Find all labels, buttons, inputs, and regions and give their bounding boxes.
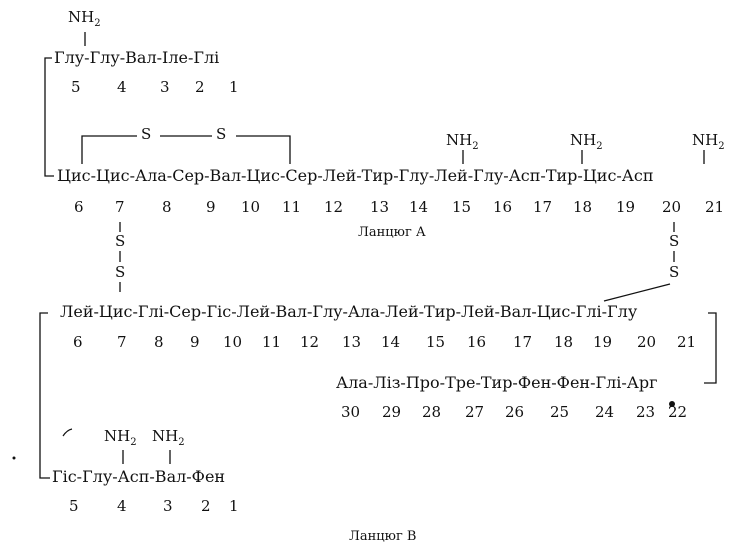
nh2-group-a18: NH2: [570, 131, 603, 152]
nh2-group-a15: NH2: [446, 131, 479, 152]
chain-b-label: Ланцюг В: [349, 529, 417, 544]
chain-b-tail-number: 28: [422, 403, 442, 421]
chain-b-number: 15: [426, 333, 446, 351]
chain-a-number: 17: [533, 198, 553, 216]
chain-b-number: 13: [342, 333, 362, 351]
chain-b-number: 7: [117, 333, 127, 351]
nh2-group-b4: NH2: [104, 427, 137, 448]
chain-b-tail-number: 24: [595, 403, 615, 421]
chain-a-top-number: 4: [117, 78, 127, 96]
chain-a-number: 18: [573, 198, 593, 216]
chain-b-n-terminal-bracket: [39, 312, 50, 479]
chain-b-number: 19: [593, 333, 613, 351]
chain-b-tail-number: 29: [382, 403, 402, 421]
disulfide-a20-b19-diag: [603, 283, 671, 302]
chain-a-number: 14: [409, 198, 429, 216]
chain-b-number: 9: [190, 333, 200, 351]
chain-a-number: 19: [616, 198, 636, 216]
chain-b-number: 20: [637, 333, 657, 351]
chain-b-bottom-sequence: Гіс-Глу-Асп-Вал-Фен: [52, 467, 226, 486]
chain-a-number: 21: [705, 198, 725, 216]
chain-b-tail-number: 25: [550, 403, 570, 421]
chain-a-number: 13: [370, 198, 390, 216]
chain-b-tail-number: 27: [465, 403, 485, 421]
sulfur-atom-a7: S: [115, 232, 126, 250]
chain-a-main-sequence: Цис-Цис-Ала-Сер-Вал-Цис-Сер-Лей-Тир-Глу-…: [57, 166, 654, 185]
chain-b-bottom-number: 2: [201, 497, 211, 515]
chain-a-number: 8: [162, 198, 172, 216]
scan-dot: [12, 456, 16, 460]
chain-b-bottom-number: 4: [117, 497, 127, 515]
chain-b-number: 11: [262, 333, 282, 351]
chain-a-number: 10: [241, 198, 261, 216]
sulfur-atom-a11: S: [216, 125, 227, 143]
chain-a-top-number: 2: [195, 78, 205, 96]
chain-b-bottom-number: 5: [69, 497, 79, 515]
disulfide-a6-a11-bridge-right: [236, 135, 291, 164]
chain-b-tail-number: 30: [341, 403, 361, 421]
chain-a-label: Ланцюг А: [358, 225, 426, 240]
chain-a-top-number: 5: [71, 78, 81, 96]
nh2-group-a1: NH2: [68, 8, 101, 29]
scan-dot-b22: [669, 401, 675, 407]
chain-b-tail-number: 23: [636, 403, 656, 421]
chain-b-number: 18: [554, 333, 574, 351]
sulfur-atom-b7: S: [115, 263, 126, 281]
chain-b-number: 21: [677, 333, 697, 351]
chain-a-number: 11: [282, 198, 302, 216]
chain-a-top-number: 1: [229, 78, 239, 96]
chain-b-tail-number: 26: [505, 403, 525, 421]
chain-a-number: 9: [206, 198, 216, 216]
chain-b-tail-number: 22: [668, 403, 688, 421]
chain-b-number: 14: [381, 333, 401, 351]
chain-a-n-terminal-bracket: [44, 57, 54, 177]
sulfur-atom-a20: S: [669, 232, 680, 250]
chain-a-number: 12: [324, 198, 344, 216]
sulfur-atom-a6: S: [141, 125, 152, 143]
chain-a-top-sequence: Глу-Глу-Вал-Іле-Глі: [54, 48, 220, 67]
nh2-group-a21: NH2: [692, 131, 725, 152]
disulfide-a6-a11-bridge: [81, 135, 137, 164]
chain-b-bottom-number: 3: [163, 497, 173, 515]
chain-b-number: 17: [513, 333, 533, 351]
chain-b-number: 8: [154, 333, 164, 351]
chain-b-number: 6: [73, 333, 83, 351]
chain-a-top-number: 3: [160, 78, 170, 96]
chain-b-number: 16: [467, 333, 487, 351]
nh2-group-b3: NH2: [152, 427, 185, 448]
sulfur-atom-b19: S: [669, 263, 680, 281]
scan-mark: [62, 428, 73, 437]
chain-a-number: 20: [662, 198, 682, 216]
chain-b-main-sequence: Лей-Цис-Глі-Сер-Гіс-Лей-Вал-Глу-Ала-Лей-…: [60, 302, 638, 321]
chain-a-number: 6: [74, 198, 84, 216]
chain-b-c-turn-bracket: [704, 312, 717, 384]
chain-a-number: 7: [115, 198, 125, 216]
chain-b-number: 12: [300, 333, 320, 351]
chain-b-bottom-number: 1: [229, 497, 239, 515]
chain-a-number: 16: [493, 198, 513, 216]
chain-a-number: 15: [452, 198, 472, 216]
chain-b-number: 10: [223, 333, 243, 351]
chain-b-tail-sequence: Ала-Ліз-Про-Тре-Тир-Фен-Фен-Глі-Арг: [336, 373, 658, 392]
